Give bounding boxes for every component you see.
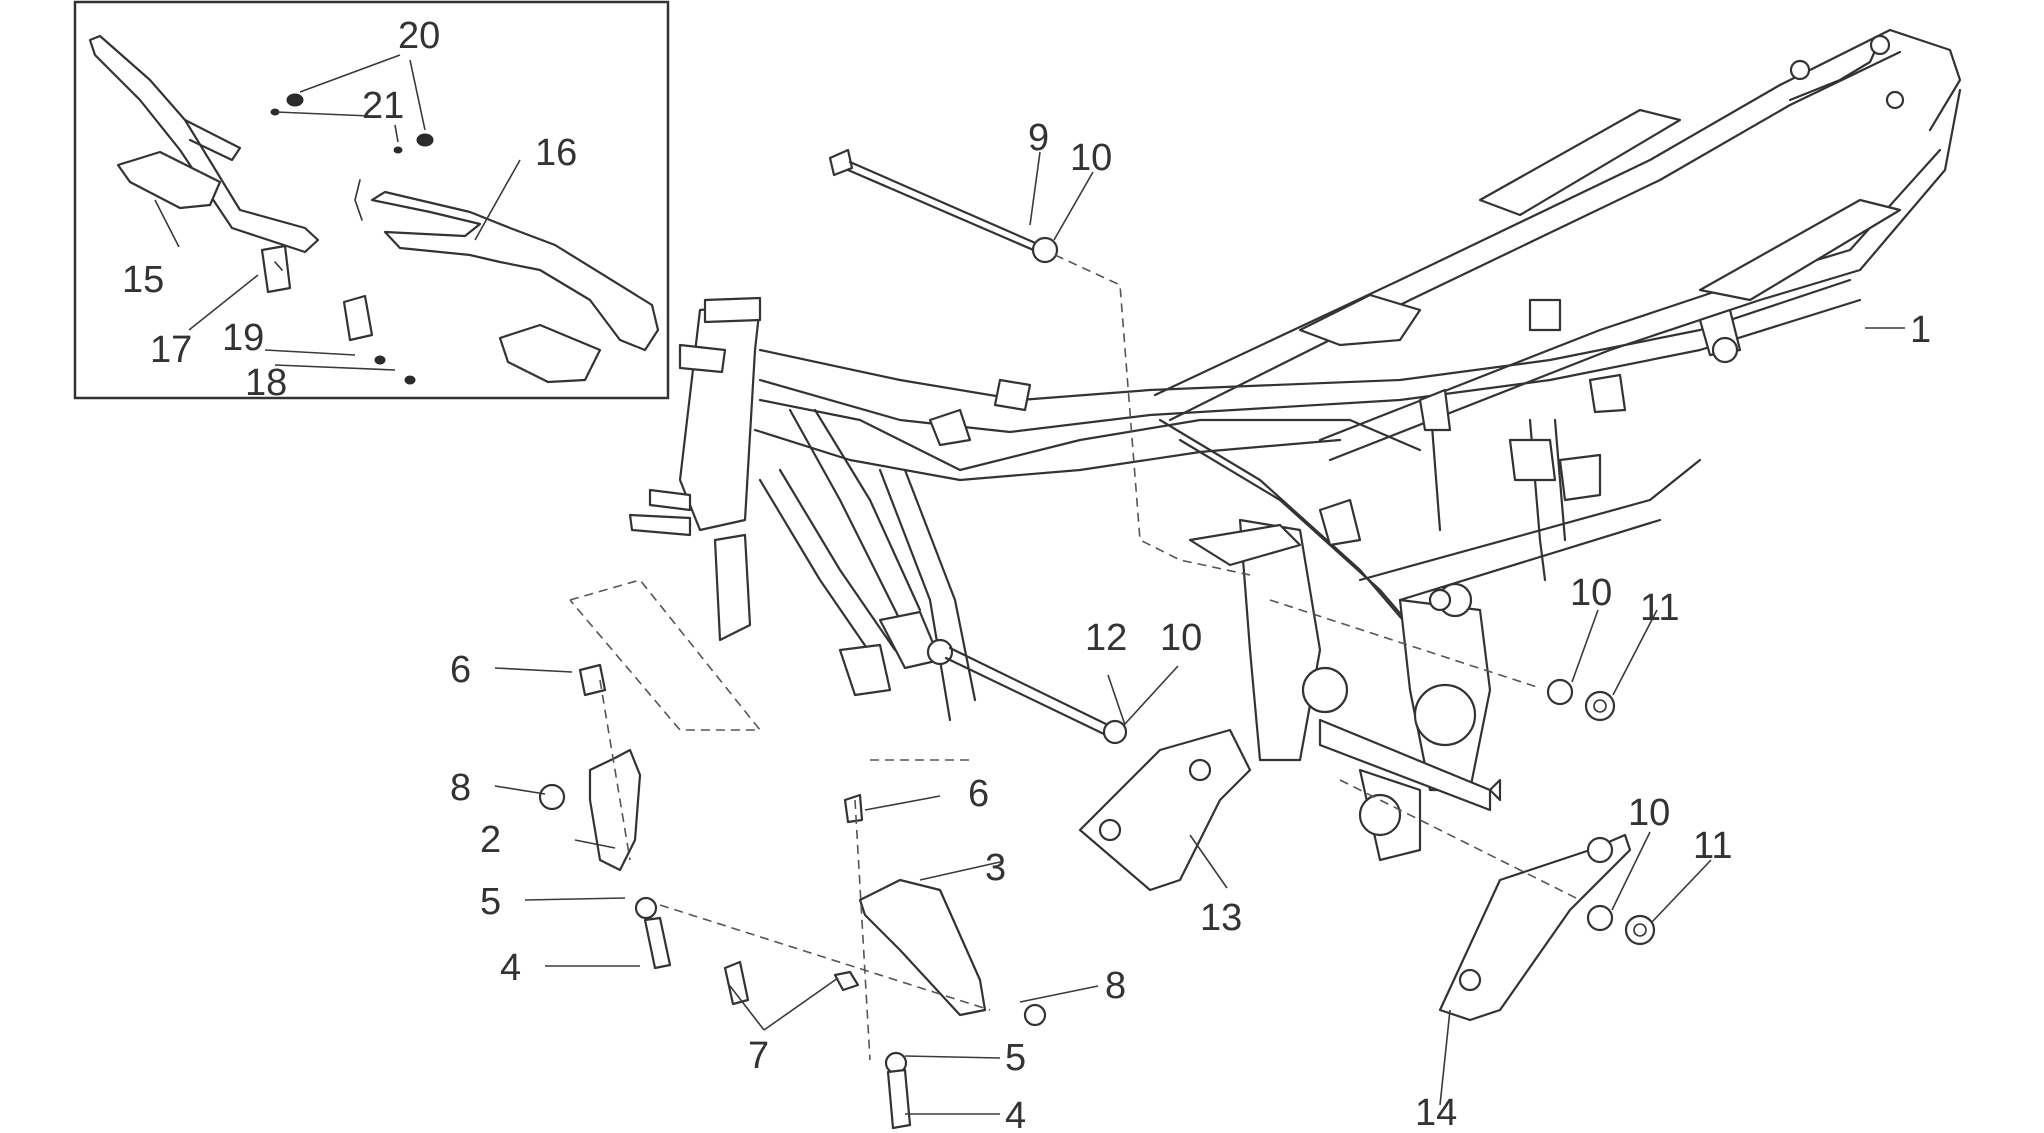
callout-14: 14 — [1415, 1092, 1457, 1133]
bolt-9 — [828, 148, 1042, 254]
callout-5-right: 5 — [1005, 1037, 1026, 1079]
callout-9: 9 — [1028, 117, 1049, 159]
callout-15: 15 — [122, 259, 164, 301]
callout-8-left: 8 — [450, 767, 471, 809]
callout-6-left: 6 — [450, 649, 471, 691]
callout-21: 21 — [362, 85, 404, 127]
callout-4-right: 4 — [1005, 1095, 1026, 1133]
callout-labels: 1 2 3 4 4 5 5 6 6 7 8 8 9 10 10 10 10 11… — [122, 15, 1931, 1133]
washer-10-top — [1031, 236, 1059, 264]
callout-11-lower: 11 — [1693, 825, 1732, 867]
callout-11-right: 11 — [1640, 587, 1679, 629]
bracket-14 — [1438, 833, 1632, 1022]
alignment-lines — [569, 254, 1581, 1061]
callout-16: 16 — [535, 132, 577, 174]
callout-10-top: 10 — [1070, 137, 1112, 179]
callout-17: 17 — [150, 329, 192, 371]
main-frame — [628, 28, 1962, 862]
callout-10-lower: 10 — [1628, 792, 1670, 834]
callout-1: 1 — [1910, 309, 1931, 351]
callout-4-left: 4 — [500, 947, 521, 989]
callout-2: 2 — [480, 819, 501, 861]
callout-20: 20 — [398, 15, 440, 57]
callout-12: 12 — [1085, 617, 1127, 659]
crash-bar-inset — [73, 0, 670, 400]
callout-19: 19 — [222, 317, 264, 359]
callout-18: 18 — [245, 362, 287, 404]
callout-13: 13 — [1200, 897, 1242, 939]
nut-11-right — [1584, 690, 1616, 722]
washer-10-right — [1546, 678, 1574, 706]
callout-10-right: 10 — [1570, 572, 1612, 614]
nut-11-lower — [1624, 914, 1656, 946]
bolt-12 — [926, 638, 1112, 737]
callout-5-left: 5 — [480, 881, 501, 923]
washer-10-mid — [1102, 719, 1128, 745]
bracket-13 — [1078, 728, 1252, 892]
callout-10-mid: 10 — [1160, 617, 1202, 659]
callout-7: 7 — [748, 1035, 769, 1077]
engine-mount-left — [538, 663, 750, 1006]
leader-lines — [154, 54, 1905, 1115]
callout-8-right: 8 — [1105, 965, 1126, 1007]
washer-10-lower — [1586, 904, 1614, 932]
engine-mount-right — [833, 793, 1047, 1130]
callout-3: 3 — [985, 847, 1006, 889]
callout-6-right: 6 — [968, 773, 989, 815]
